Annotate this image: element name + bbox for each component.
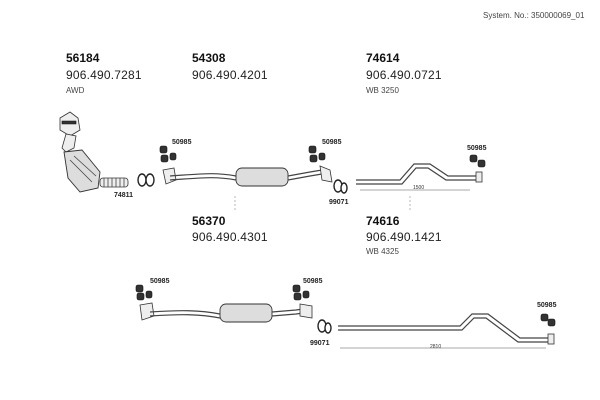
tail-pipe (356, 163, 483, 191)
rubber-hanger-icon (159, 145, 177, 163)
variant-note-wb3250: WB 3250 (366, 86, 399, 95)
variant-note-awd: AWD (66, 86, 85, 95)
oe-number-9064907281: 906.490.7281 (66, 68, 142, 82)
middle-silencer (162, 165, 333, 187)
clamp-label: 99071 (329, 199, 349, 206)
middle-silencer (139, 302, 313, 323)
part-code-74614: 74614 (366, 51, 400, 65)
clamp-label: 99071 (310, 340, 330, 347)
rubber-hanger-icon (540, 313, 556, 327)
dimension-label: 1500 (413, 185, 425, 191)
rubber-hanger-icon (469, 154, 486, 168)
hanger-label: 50985 (150, 278, 170, 285)
rubber-hanger-icon (292, 284, 310, 301)
oe-number-9064900721: 906.490.0721 (366, 68, 442, 82)
hanger-label: 50985 (322, 139, 342, 146)
system-number: System. No.: 350000069_01 (483, 11, 585, 20)
hanger-label: 50985 (467, 145, 487, 152)
hanger-label: 50985 (172, 139, 192, 146)
clamp-icon (317, 319, 332, 334)
clamp-icon (137, 173, 155, 187)
rubber-hanger-icon (308, 145, 326, 163)
clamp-icon (333, 179, 348, 194)
clamp-label: 74811 (114, 192, 134, 199)
oe-number-9064904301: 906.490.4301 (192, 230, 268, 244)
dimension-label: 2810 (430, 344, 442, 350)
variant-note-wb4325: WB 4325 (366, 247, 399, 256)
part-code-56370: 56370 (192, 214, 226, 228)
rubber-hanger-icon (135, 284, 153, 301)
part-code-74616: 74616 (366, 214, 400, 228)
hanger-label: 50985 (303, 278, 323, 285)
hanger-label: 50985 (537, 302, 557, 309)
catalytic-converter (59, 111, 129, 193)
tail-pipe (338, 313, 555, 349)
oe-number-9064904201: 906.490.4201 (192, 68, 268, 82)
oe-number-9064901421: 906.490.1421 (366, 230, 442, 244)
part-code-54308: 54308 (192, 51, 226, 65)
part-code-56184: 56184 (66, 51, 100, 65)
